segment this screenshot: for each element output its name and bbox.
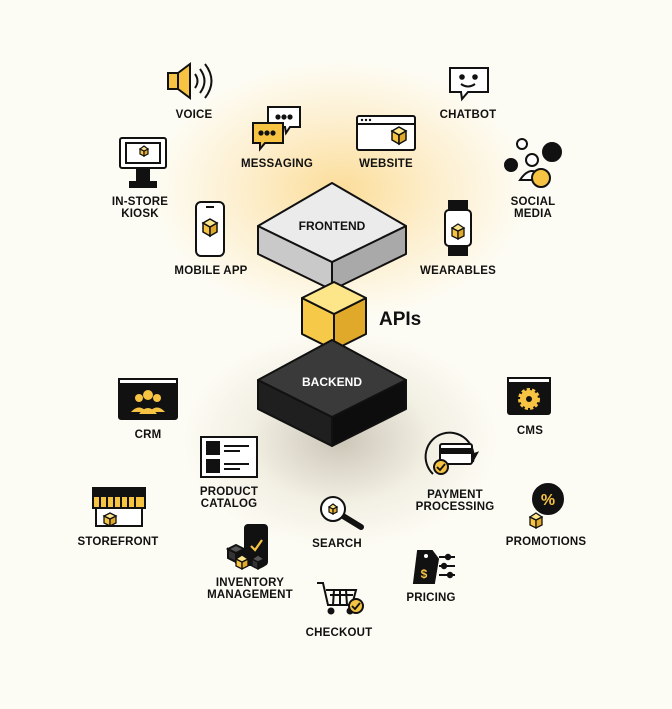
storefront-label: STOREFRONT <box>77 536 159 548</box>
crm-label: CRM <box>134 429 162 441</box>
storefront-icon <box>92 487 146 528</box>
kiosk-label: IN-STORE KIOSK <box>111 196 169 220</box>
price-tag-icon: $ <box>412 550 455 584</box>
frontend-label: FRONTEND <box>298 219 366 233</box>
crm-icon <box>118 378 178 420</box>
chatbot-label: CHATBOT <box>439 109 497 121</box>
backend-label: BACKEND <box>302 375 362 389</box>
messaging-icon <box>252 106 301 152</box>
search-label: SEARCH <box>312 538 362 550</box>
messaging-label: MESSAGING <box>240 158 314 170</box>
search-magnifier-icon <box>320 496 364 530</box>
social-media-icon <box>504 138 562 188</box>
payment-processing-label: PAYMENT PROCESSING <box>415 489 495 513</box>
website-icon <box>356 115 416 151</box>
cms-label: CMS <box>516 425 544 437</box>
svg-text:%: % <box>541 492 555 509</box>
chatbot-icon <box>449 67 489 102</box>
inventory-icon <box>225 524 268 571</box>
backend-platform <box>257 339 407 447</box>
cms-gear-icon <box>507 377 551 415</box>
payment-card-icon <box>424 431 480 475</box>
product-catalog-label: PRODUCT CATALOG <box>199 486 259 510</box>
social-media-label: SOCIAL MEDIA <box>510 196 556 220</box>
shopping-cart-icon <box>317 582 364 615</box>
frontend-platform <box>257 182 407 291</box>
website-label: WEBSITE <box>359 158 413 170</box>
product-catalog-icon <box>200 436 258 478</box>
apis-label: APIs <box>379 309 422 330</box>
pricing-label: PRICING <box>406 592 456 604</box>
checkout-label: CHECKOUT <box>305 627 373 639</box>
mobile-app-label: MOBILE APP <box>174 265 248 277</box>
speaker-icon <box>167 62 213 100</box>
apis-cube <box>301 281 367 351</box>
wearables-label: WEARABLES <box>420 265 496 277</box>
promotions-icon: % <box>528 483 564 530</box>
svg-text:$: $ <box>421 567 428 581</box>
smartwatch-icon <box>444 200 472 256</box>
mobile-phone-icon <box>195 201 225 257</box>
promotions-label: PROMOTIONS <box>505 536 587 548</box>
voice-label: VOICE <box>175 109 213 121</box>
kiosk-icon <box>119 137 167 188</box>
inventory-management-label: INVENTORY MANAGEMENT <box>207 577 293 601</box>
